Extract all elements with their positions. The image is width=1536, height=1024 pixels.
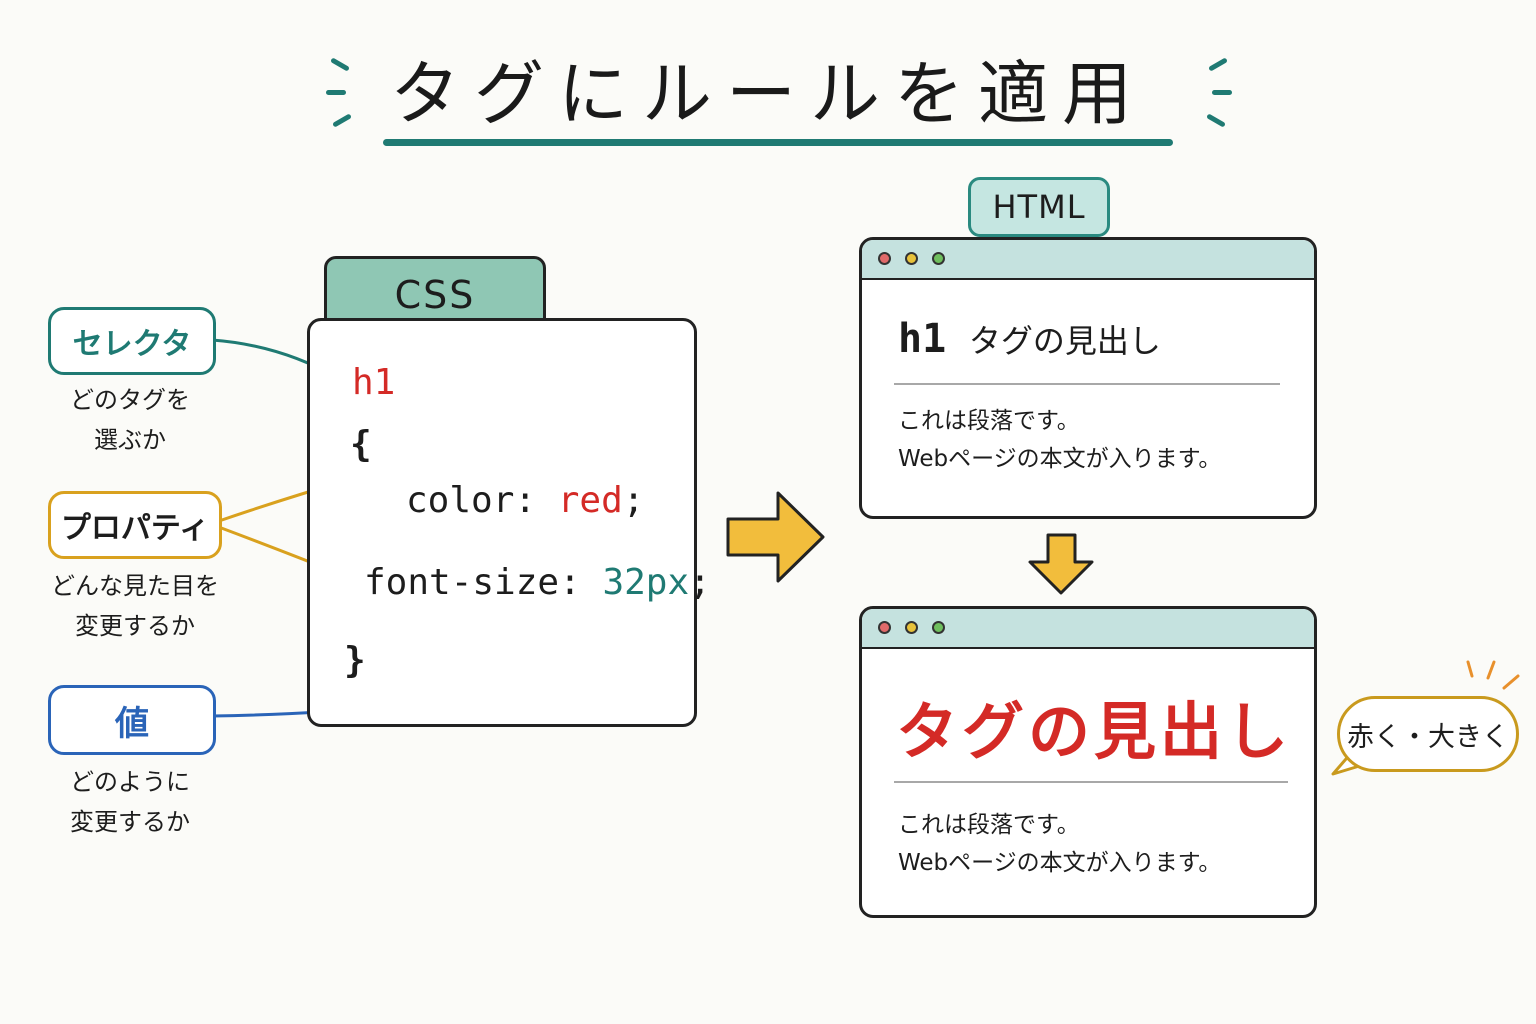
- css-semicolon: ;: [622, 480, 645, 521]
- browser-titlebar: [862, 609, 1314, 649]
- paragraph-line: これは段落です。: [898, 408, 1080, 434]
- maximize-dot-icon: [932, 252, 945, 265]
- apply-arrow-right: [726, 491, 825, 583]
- title-sparkle-mark: [326, 90, 346, 95]
- css-selector: h1: [352, 362, 396, 403]
- styled-heading: タグの見出し: [896, 695, 1293, 768]
- property-description-line: 変更するか: [75, 612, 195, 640]
- css-value: red: [557, 480, 623, 521]
- callout-bubble: 赤く・大きく: [1337, 696, 1519, 772]
- paragraph: これは段落です。 Webページの本文が入ります。: [898, 806, 1221, 882]
- title-underline: [383, 139, 1173, 146]
- css-declaration-color: color: red;: [406, 480, 644, 521]
- paragraph: これは段落です。 Webページの本文が入ります。: [898, 402, 1221, 478]
- css-value: 32px: [602, 562, 690, 603]
- property-description: どんな見た目を 変更するか: [30, 566, 240, 646]
- selector-label: セレクタ: [48, 307, 216, 375]
- css-colon: :: [559, 562, 581, 603]
- property-description-line: どんな見た目を: [51, 572, 219, 600]
- result-arrow-down: [1028, 533, 1094, 595]
- close-dot-icon: [878, 252, 891, 265]
- css-colon: :: [514, 480, 537, 521]
- property-label: プロパティ: [48, 491, 222, 559]
- minimize-dot-icon: [905, 252, 918, 265]
- value-description-line: どのように: [70, 768, 190, 796]
- css-close-brace: }: [344, 640, 366, 681]
- html-tab: HTML: [968, 177, 1110, 237]
- browser-window-after: タグの見出し これは段落です。 Webページの本文が入ります。: [859, 606, 1317, 918]
- css-property: color: [406, 480, 515, 521]
- minimize-dot-icon: [905, 621, 918, 634]
- heading-tag: h1: [898, 316, 947, 362]
- heading-preview: h1 タグの見出し: [898, 316, 1161, 362]
- css-semicolon: ;: [689, 562, 711, 603]
- page-title: タグにルールを適用: [390, 53, 1146, 135]
- value-description: どのように 変更するか: [30, 762, 230, 842]
- selector-description: どのタグを 選ぶか: [30, 380, 230, 460]
- selector-description-line: 選ぶか: [94, 426, 166, 454]
- heading-text: タグの見出し: [968, 322, 1161, 360]
- css-open-brace: {: [350, 424, 372, 465]
- divider: [894, 781, 1288, 783]
- browser-window-before: h1 タグの見出し これは段落です。 Webページの本文が入ります。: [859, 237, 1317, 519]
- paragraph-line: これは段落です。: [898, 812, 1080, 838]
- selector-description-line: どのタグを: [70, 386, 190, 414]
- css-property: font-size: [364, 562, 560, 603]
- divider: [894, 383, 1280, 385]
- css-declaration-font-size: font-size: 32px;: [364, 562, 711, 603]
- paragraph-line: Webページの本文が入ります。: [898, 850, 1222, 876]
- css-code-card: [307, 318, 697, 727]
- title-sparkle-mark: [1212, 90, 1232, 95]
- close-dot-icon: [878, 621, 891, 634]
- maximize-dot-icon: [932, 621, 945, 634]
- value-description-line: 変更するか: [70, 808, 190, 836]
- browser-titlebar: [862, 240, 1314, 280]
- paragraph-line: Webページの本文が入ります。: [898, 446, 1222, 472]
- emphasis-marks: [1466, 660, 1520, 690]
- value-label: 値: [48, 685, 216, 755]
